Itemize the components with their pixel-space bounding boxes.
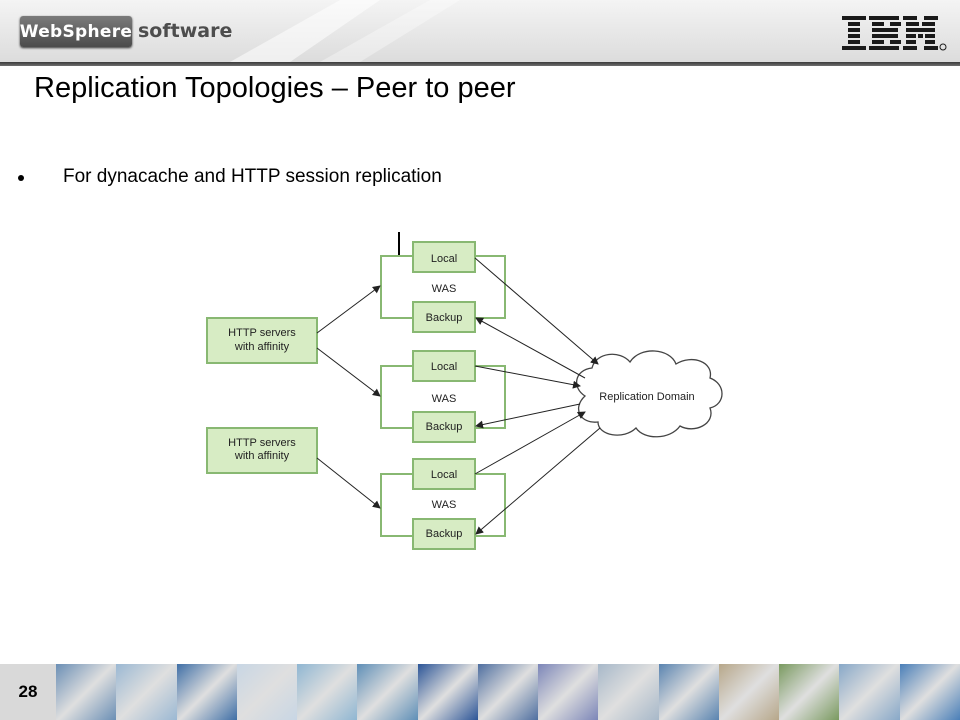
svg-text:WAS: WAS	[432, 283, 457, 295]
footer-tile	[56, 664, 117, 720]
websphere-label: WebSphere	[19, 21, 133, 42]
footer-tile	[417, 664, 478, 720]
svg-text:WAS: WAS	[432, 393, 457, 405]
topology-diagram: HTTP servers with affinity HTTP servers …	[206, 232, 723, 550]
footer-tile	[779, 664, 840, 720]
svg-text:with affinity: with affinity	[234, 450, 290, 462]
footer-tile	[598, 664, 659, 720]
svg-text:HTTP servers: HTTP servers	[228, 437, 296, 449]
footer-tile	[357, 664, 418, 720]
bullet-dot-icon	[18, 175, 24, 181]
page-number: 28	[0, 664, 56, 720]
bullet-text: For dynacache and HTTP session replicati…	[63, 166, 442, 187]
was-group-2: Local WAS Backup	[380, 350, 506, 443]
svg-text:Replication Domain: Replication Domain	[599, 391, 694, 403]
bullet-item: For dynacache and HTTP session replicati…	[18, 166, 442, 188]
websphere-badge: WebSphere	[20, 16, 132, 47]
svg-text:WAS: WAS	[432, 499, 457, 511]
svg-text:Local: Local	[431, 361, 457, 373]
http-server-box-2: HTTP servers with affinity	[206, 427, 318, 474]
footer-image-strip	[56, 664, 960, 720]
svg-text:Backup: Backup	[426, 421, 463, 433]
was-group-1: Local WAS Backup	[380, 241, 506, 333]
header-swoosh	[230, 0, 460, 62]
svg-text:Local: Local	[431, 469, 457, 481]
footer-tile	[116, 664, 177, 720]
footer-tile	[718, 664, 780, 720]
svg-text:Local: Local	[431, 253, 457, 265]
svg-text:with affinity: with affinity	[234, 341, 290, 353]
header-stripe	[0, 62, 960, 66]
svg-text:Backup: Backup	[426, 312, 463, 324]
slide-title: Replication Topologies – Peer to peer	[34, 72, 516, 104]
footer-tile	[538, 664, 599, 720]
footer-tile	[477, 664, 539, 720]
header-bar: WebSphere software	[0, 0, 960, 62]
svg-text:HTTP servers: HTTP servers	[228, 327, 296, 339]
ibm-logo	[842, 16, 947, 51]
footer-tile	[899, 664, 960, 720]
footer-tile	[236, 664, 298, 720]
footer-tile	[176, 664, 237, 720]
software-label: software	[138, 20, 233, 42]
footer-tile	[658, 664, 719, 720]
svg-text:Backup: Backup	[426, 528, 463, 540]
replication-domain-cloud: Replication Domain	[576, 350, 723, 438]
was-group-3: Local WAS Backup	[380, 458, 506, 550]
footer-tile	[297, 664, 358, 720]
footer-tile	[839, 664, 900, 720]
http-server-box-1: HTTP servers with affinity	[206, 317, 318, 364]
